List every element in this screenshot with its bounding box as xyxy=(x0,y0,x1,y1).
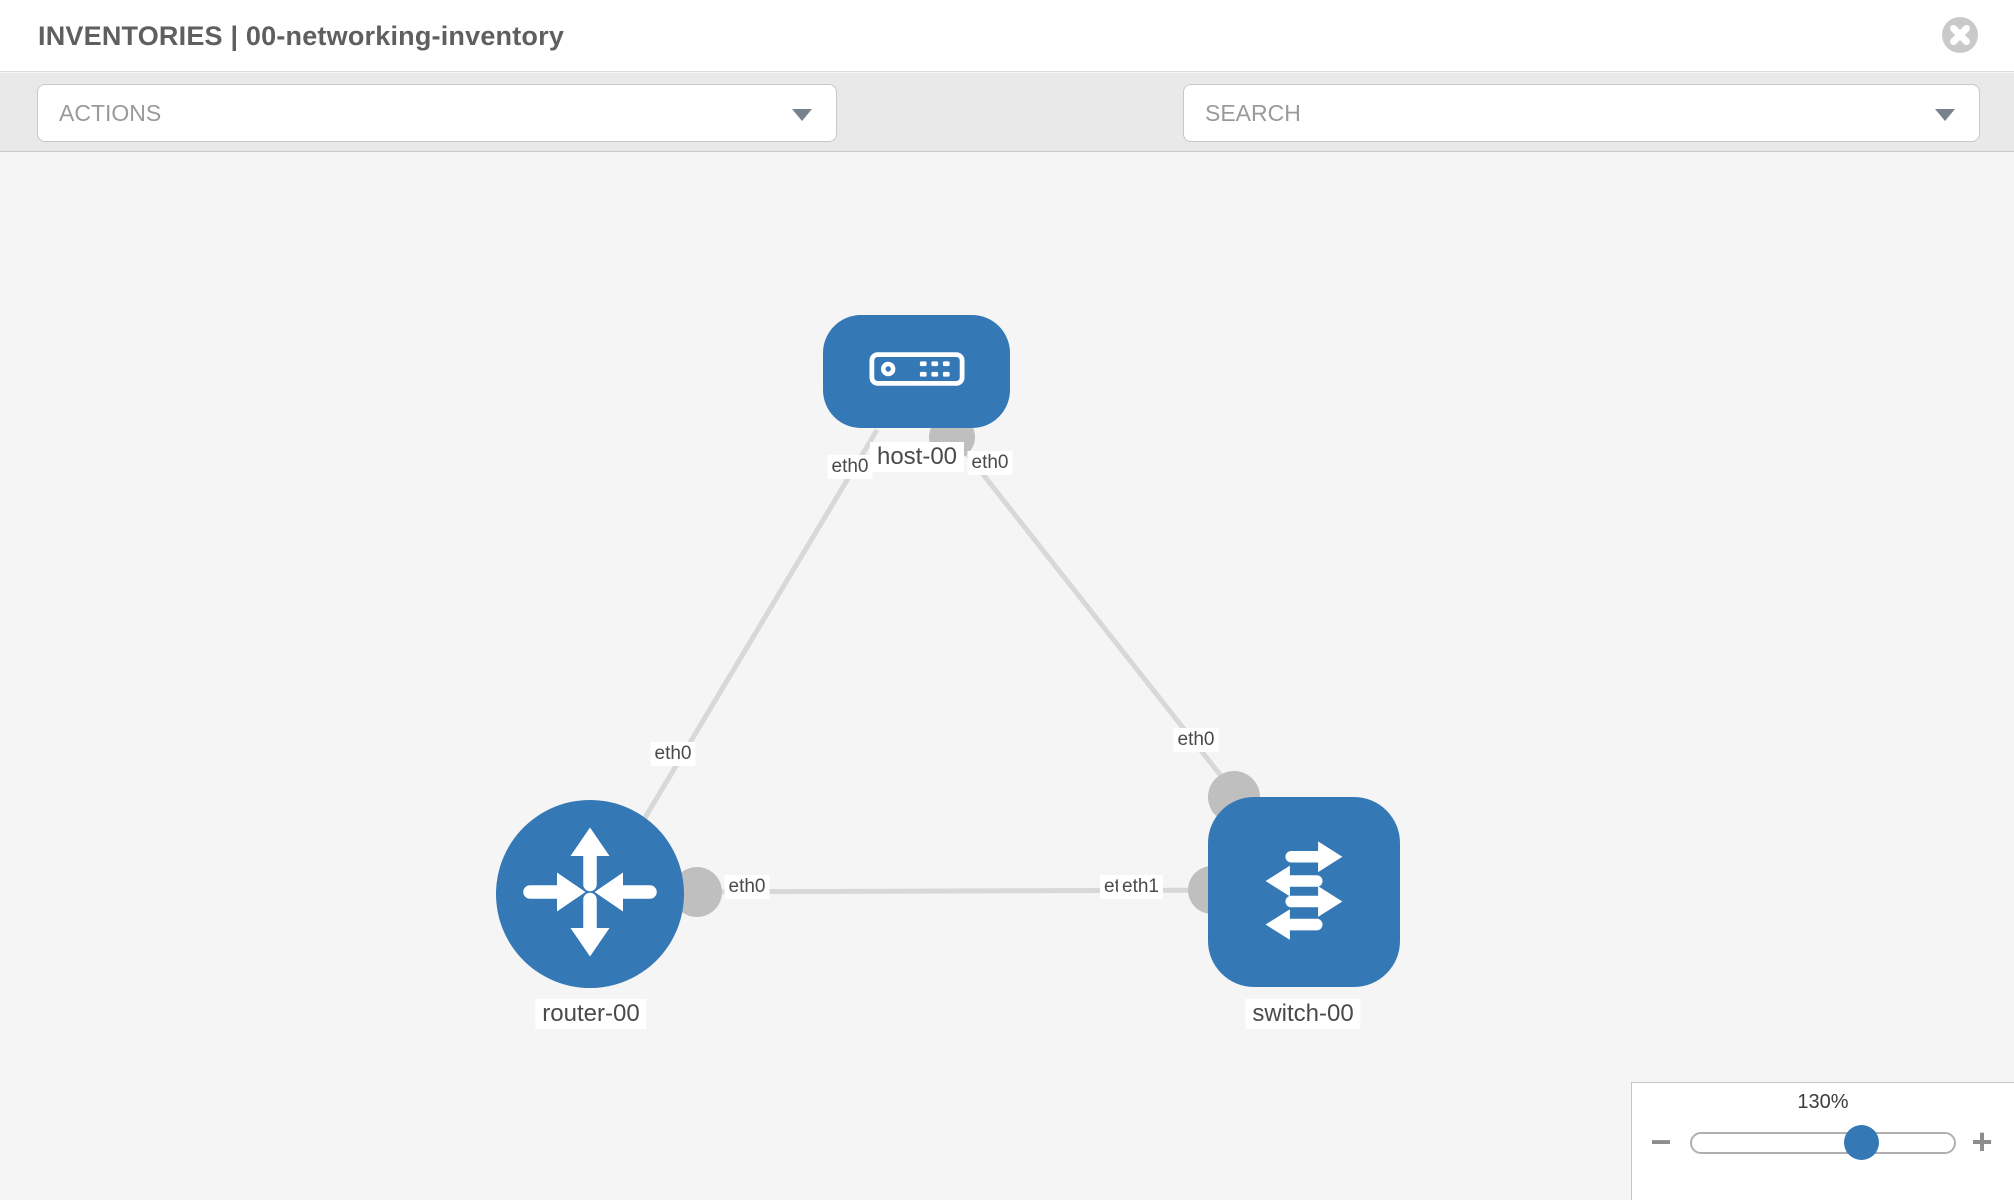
actions-dropdown-label: ACTIONS xyxy=(59,100,162,126)
chevron-down-icon xyxy=(792,109,812,121)
search-dropdown[interactable]: SEARCH xyxy=(1183,84,1980,142)
zoom-slider[interactable] xyxy=(1690,1132,1956,1154)
zoom-level-label: 130% xyxy=(1797,1091,1849,1113)
switch-icon xyxy=(1240,831,1368,954)
interface-label-switch-link-eth0: eth0 xyxy=(1173,728,1219,752)
node-host-00[interactable] xyxy=(823,315,1010,428)
node-label-router-00: router-00 xyxy=(535,999,647,1029)
toolbar: ACTIONS SEARCH xyxy=(0,73,2014,205)
link-host-router xyxy=(597,428,880,895)
node-switch-00[interactable] xyxy=(1208,797,1400,987)
zoom-slider-thumb[interactable] xyxy=(1844,1125,1879,1160)
router-icon xyxy=(515,817,665,972)
search-dropdown-label: SEARCH xyxy=(1205,100,1301,126)
interface-label-host-eth0-right: eth0 xyxy=(967,451,1013,475)
interface-label-host-eth0-left: eth0 xyxy=(827,455,873,479)
close-button[interactable] xyxy=(1941,16,1979,54)
chevron-down-icon xyxy=(1935,109,1955,121)
interface-label-router-eth0: eth0 xyxy=(724,875,770,899)
close-icon xyxy=(1941,17,1979,57)
zoom-in-button[interactable]: + xyxy=(1963,1123,2001,1161)
node-label-host-00: host-00 xyxy=(869,442,965,472)
zoom-panel: 130% − + xyxy=(1631,1082,2014,1200)
node-router-00[interactable] xyxy=(496,800,684,988)
actions-dropdown[interactable]: ACTIONS xyxy=(37,84,837,142)
node-label-switch-00: switch-00 xyxy=(1245,999,1361,1029)
zoom-out-button[interactable]: − xyxy=(1642,1123,1680,1161)
interface-label-router-link-eth0: eth0 xyxy=(650,742,696,766)
interface-label-switch-eth1: eth1 xyxy=(1118,875,1163,899)
host-icon xyxy=(868,351,965,392)
topology-links xyxy=(597,428,1251,895)
page-header: INVENTORIES | 00-networking-inventory xyxy=(0,0,2014,72)
page-title: INVENTORIES | 00-networking-inventory xyxy=(38,21,565,51)
topology-canvas[interactable]: host-00 router-00 switch-00 eth0 eth0 et… xyxy=(0,152,2014,1200)
